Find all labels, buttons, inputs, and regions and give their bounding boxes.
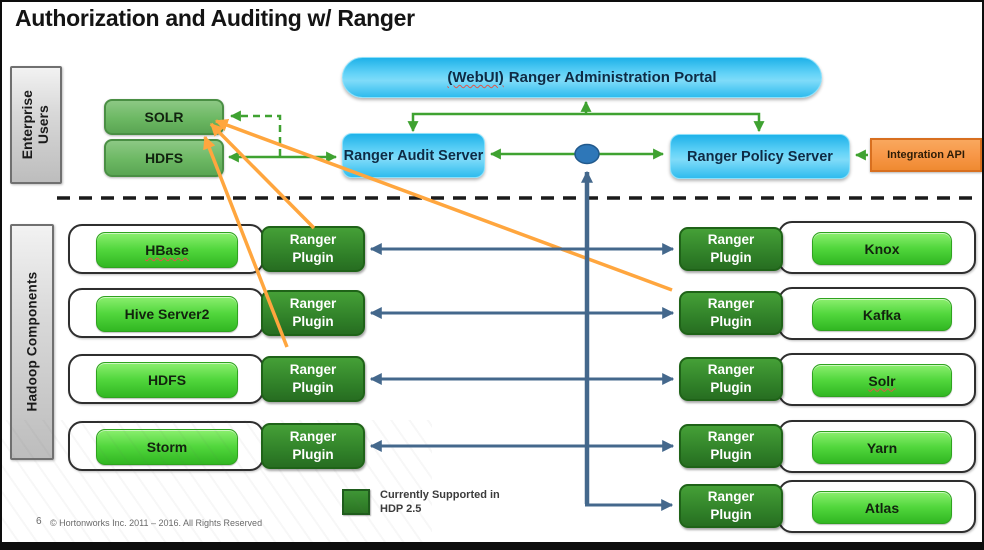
slide-bottom-border bbox=[2, 542, 982, 548]
knox-ranger-plugin: Ranger Plugin bbox=[679, 227, 783, 271]
knox-button: Knox bbox=[812, 232, 952, 265]
kafka-button: Kafka bbox=[812, 298, 952, 331]
page-number: 6 bbox=[36, 516, 42, 527]
audit-to-solr-store-dashed-arrow bbox=[229, 110, 282, 156]
kafka-label: Kafka bbox=[862, 306, 902, 323]
ranger-policy-server-box: Ranger Policy Server bbox=[670, 134, 850, 179]
solr-button: Solr bbox=[812, 364, 952, 397]
row-atlas: Atlas bbox=[778, 480, 976, 533]
legend-line2: HDP 2.5 bbox=[380, 503, 422, 516]
footer-copyright: © Hortonworks Inc. 2011 – 2016. All Righ… bbox=[50, 518, 263, 528]
hive-ranger-plugin: Ranger Plugin bbox=[261, 290, 365, 336]
row-knox: Knox bbox=[778, 221, 976, 274]
hdfs-store-box: HDFS bbox=[104, 139, 224, 177]
slide-title: Authorization and Auditing w/ Ranger bbox=[15, 5, 415, 31]
hbase-audit-stream-arrow bbox=[209, 122, 316, 230]
legend-line1: Currently Supported in bbox=[380, 489, 500, 501]
portal-servers-bracket bbox=[407, 112, 765, 133]
enterprise-users-label: Enterprise Users bbox=[19, 90, 51, 160]
row-hbase: HBase bbox=[68, 224, 264, 274]
solr-store-label: SOLR bbox=[144, 109, 184, 125]
ranger-admin-portal-box: (WebUI)Ranger Administration Portal bbox=[342, 57, 822, 98]
row-hdfs: HDFS bbox=[68, 354, 264, 404]
hive-server2-button: Hive Server2 bbox=[96, 296, 238, 332]
sync-hub-node bbox=[574, 143, 600, 165]
storm-label: Storm bbox=[146, 439, 188, 455]
portal-webui-prefix: (WebUI) bbox=[447, 69, 504, 86]
hdfs-label: HDFS bbox=[147, 372, 187, 388]
portal-label: Ranger Administration Portal bbox=[508, 69, 717, 86]
kafka-ranger-plugin: Ranger Plugin bbox=[679, 291, 783, 335]
row-storm: Storm bbox=[68, 421, 264, 471]
row-solr: Solr bbox=[778, 353, 976, 406]
integration-api-label: Integration API bbox=[887, 149, 965, 161]
hdfs-button: HDFS bbox=[96, 362, 238, 398]
yarn-button: Yarn bbox=[812, 431, 952, 464]
solr-label: Solr bbox=[868, 372, 896, 389]
hdfs-store-label: HDFS bbox=[144, 150, 184, 166]
audit-server-label: Ranger Audit Server bbox=[343, 147, 484, 164]
solr-ranger-plugin: Ranger Plugin bbox=[679, 357, 783, 401]
enterprise-users-tab: Enterprise Users bbox=[10, 66, 62, 184]
policy-server-label: Ranger Policy Server bbox=[687, 148, 833, 165]
hbase-label: HBase bbox=[145, 242, 189, 258]
legend-supported-swatch bbox=[342, 489, 370, 515]
solr-store-box: SOLR bbox=[104, 99, 224, 135]
hadoop-components-tab: Hadoop Components bbox=[10, 224, 54, 460]
atlas-button: Atlas bbox=[812, 491, 952, 524]
hive-server2-label: Hive Server2 bbox=[124, 306, 210, 322]
knox-label: Knox bbox=[864, 240, 900, 257]
hadoop-components-label: Hadoop Components bbox=[24, 272, 40, 412]
storm-ranger-plugin: Ranger Plugin bbox=[261, 423, 365, 469]
hdfs-ranger-plugin: Ranger Plugin bbox=[261, 356, 365, 402]
yarn-ranger-plugin: Ranger Plugin bbox=[679, 424, 783, 468]
hbase-ranger-plugin: Ranger Plugin bbox=[261, 226, 365, 272]
row-hive-server2: Hive Server2 bbox=[68, 288, 264, 338]
row-kafka: Kafka bbox=[778, 287, 976, 340]
hbase-button: HBase bbox=[96, 232, 238, 268]
legend-text: Currently Supported in HDP 2.5 bbox=[380, 488, 500, 517]
storm-button: Storm bbox=[96, 429, 238, 465]
atlas-ranger-plugin: Ranger Plugin bbox=[679, 484, 783, 528]
row-yarn: Yarn bbox=[778, 420, 976, 473]
atlas-label: Atlas bbox=[864, 499, 900, 516]
yarn-label: Yarn bbox=[866, 439, 898, 456]
integration-api-box: Integration API bbox=[870, 138, 982, 172]
ranger-audit-server-box: Ranger Audit Server bbox=[342, 133, 485, 178]
